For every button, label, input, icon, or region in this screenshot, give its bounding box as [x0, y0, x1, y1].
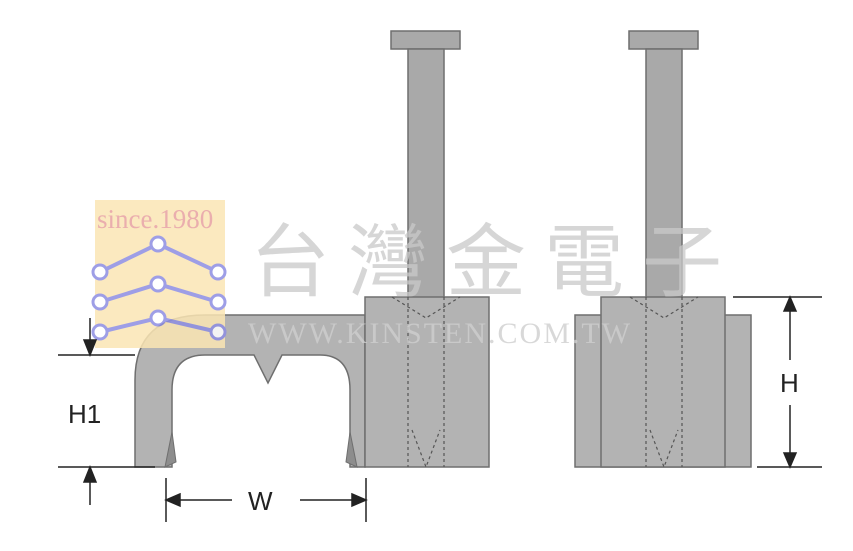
dimension-label-w: W — [248, 486, 273, 516]
dimension-w — [164, 478, 368, 522]
hidden-nail-left — [391, 296, 461, 469]
hidden-nail-right — [629, 296, 699, 469]
dimension-h — [733, 295, 822, 469]
dimension-label-h1: H1 — [68, 399, 101, 429]
clip-barb-left — [164, 431, 177, 468]
dimension-label-h: H — [780, 368, 799, 398]
clip-side-view — [134, 30, 490, 469]
watermark-url: WWW.KINSTEN.COM.TW — [248, 317, 632, 350]
clip-barb-right — [345, 431, 358, 468]
watermark: since.1980 台灣金電子 WWW.KINSTEN.COM.TW — [91, 200, 740, 350]
kinsten-logo: since.1980 — [91, 200, 227, 348]
clip-block-right — [600, 296, 726, 468]
nail-head-right — [628, 30, 699, 50]
clip-front-view — [574, 30, 752, 469]
dimension-h1 — [58, 318, 155, 505]
clip-block-left — [364, 296, 490, 468]
watermark-company: 台灣金電子 — [250, 216, 740, 309]
nail-head-left — [390, 30, 461, 50]
watermark-since: since.1980 — [97, 204, 213, 234]
